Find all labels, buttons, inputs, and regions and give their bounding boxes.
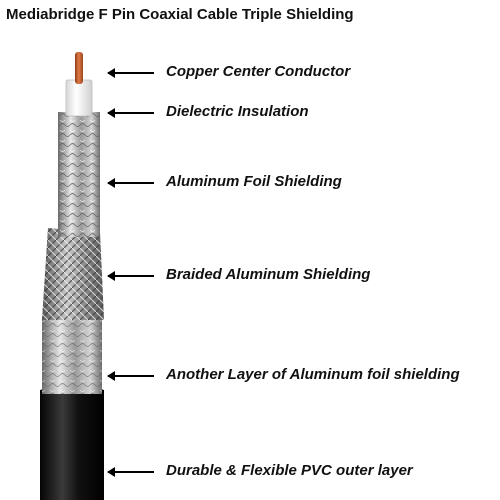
arrow-icon [107,108,154,118]
arrow-icon [107,271,154,281]
arrow-icon [107,371,154,381]
label-dielectric-insulation: Dielectric Insulation [166,103,309,120]
arrow-icon [107,467,154,477]
label-aluminum-foil-shielding: Aluminum Foil Shielding [166,173,342,190]
copper-conductor [75,52,83,84]
label-second-foil-layer: Another Layer of Aluminum foil shielding [166,366,460,383]
diagram-title: Mediabridge F Pin Coaxial Cable Triple S… [6,6,354,23]
dielectric-insulation [65,79,93,117]
arrow-icon [107,178,154,188]
arrow-icon [107,68,154,78]
label-pvc-outer-layer: Durable & Flexible PVC outer layer [166,462,413,479]
label-braided-shielding: Braided Aluminum Shielding [166,266,371,283]
pvc-jacket [40,385,104,500]
label-copper-conductor: Copper Center Conductor [166,63,351,80]
